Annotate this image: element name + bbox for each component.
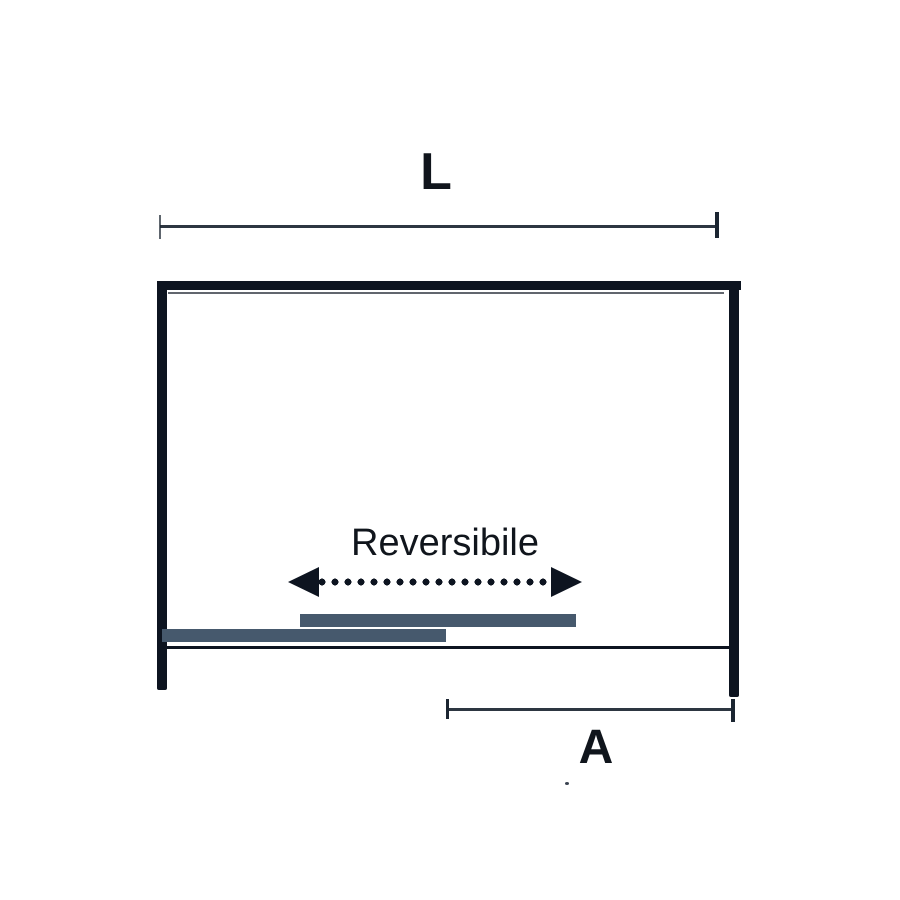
dimension-tick-a-right bbox=[731, 699, 735, 722]
frame-top-inner-line bbox=[168, 292, 724, 294]
sliding-panel-lower bbox=[162, 629, 446, 642]
sliding-panel-upper bbox=[300, 614, 576, 627]
dimension-line-l bbox=[160, 225, 718, 228]
dimension-label-a: A bbox=[578, 721, 614, 774]
frame-top-edge bbox=[157, 281, 741, 290]
frame-right-post bbox=[729, 281, 739, 697]
frame-left-post bbox=[157, 281, 167, 690]
reversible-direction-arrow-icon bbox=[288, 567, 582, 597]
dotted-arrow-shaft bbox=[318, 578, 552, 586]
bottom-track-line bbox=[162, 646, 734, 649]
scan-speck-dot bbox=[565, 782, 569, 785]
reversible-caption: Reversibile bbox=[351, 522, 539, 564]
dimension-tick-l-right bbox=[715, 212, 719, 238]
dimension-line-a bbox=[446, 708, 735, 711]
arrowhead-right-icon bbox=[551, 567, 582, 597]
arrowhead-left-icon bbox=[288, 567, 319, 597]
dimension-label-l: L bbox=[420, 143, 452, 201]
dimension-tick-l-left bbox=[159, 215, 161, 239]
dimension-tick-a-left bbox=[446, 699, 449, 719]
